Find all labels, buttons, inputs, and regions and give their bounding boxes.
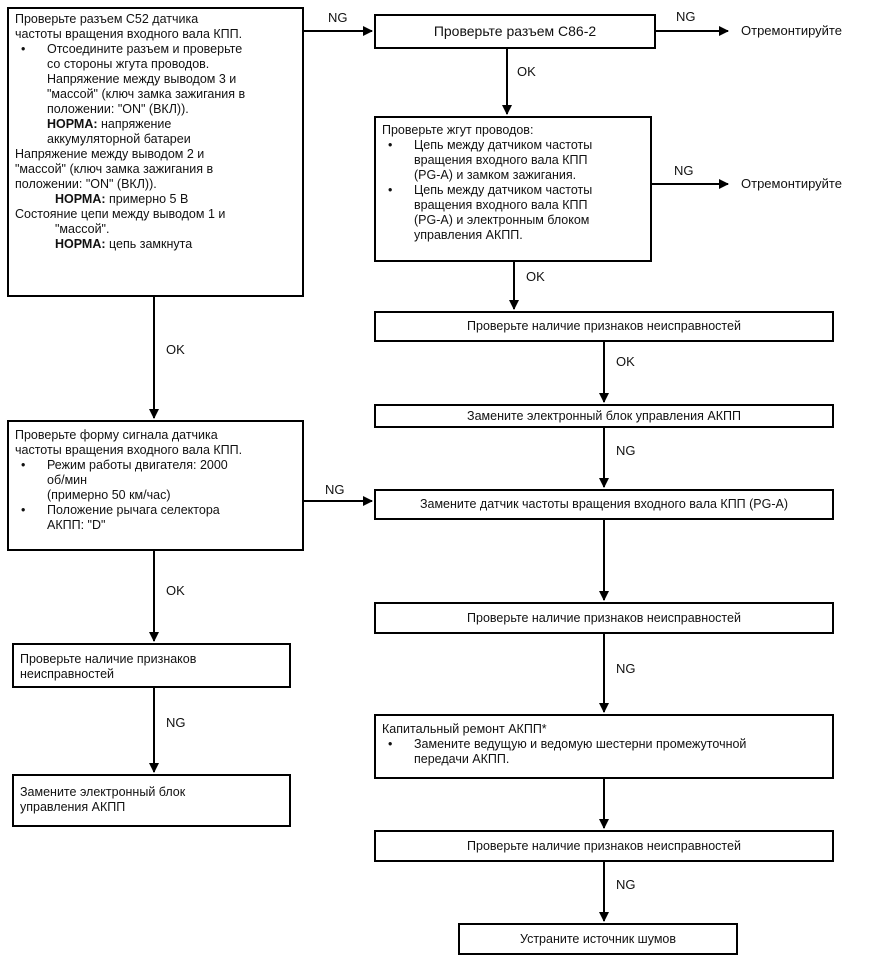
repair-label-1: Отремонтируйте xyxy=(741,23,842,38)
label-ng-r4-r5: NG xyxy=(616,443,636,458)
b1-line-10: Состояние цепи между выводом 1 и xyxy=(15,207,226,221)
b1-line-1: Проверьте разъем C52 датчика xyxy=(15,12,199,26)
b1-line-9: положении: "ON" (ВКЛ)). xyxy=(15,177,157,191)
b2-bullet-1b: об/мин xyxy=(47,473,88,487)
check-signal-waveform-box: Проверьте форму сигнала датчика частоты … xyxy=(7,420,304,551)
check-symptoms-box-2: Проверьте наличие признаков неисправност… xyxy=(374,602,834,634)
b2-bullet-2a: Положение рычага селектора xyxy=(15,503,296,518)
label-ng-r2-out: NG xyxy=(674,163,694,178)
replace-tcm-box: Замените электронный блок управления АКП… xyxy=(374,404,834,428)
repair-label-2: Отремонтируйте xyxy=(741,176,842,191)
b1-norm-3: цепь замкнута xyxy=(105,237,193,251)
b2-bullet-1a: Режим работы двигателя: 2000 xyxy=(15,458,296,473)
r1-text: Проверьте разъем C86-2 xyxy=(433,23,597,39)
r2-bullet-1b: вращения входного вала КПП xyxy=(414,153,588,167)
b1-norm-2: примерно 5 В xyxy=(105,192,189,206)
r2-bullet-2c: (PG-A) и электронным блоком xyxy=(414,213,590,227)
overhaul-transmission-box: Капитальный ремонт АКПП* Замените ведущу… xyxy=(374,714,834,779)
label-ok-b1-b2: OK xyxy=(166,342,185,357)
label-ng-b2-r5: NG xyxy=(325,482,345,497)
b4-line-2: управления АКПП xyxy=(20,800,126,814)
b1-bullet: Отсоедините разъем и проверьте xyxy=(15,42,296,57)
check-symptoms-box-3: Проверьте наличие признаков неисправност… xyxy=(374,830,834,862)
replace-pg-a-sensor-box: Замените датчик частоты вращения входног… xyxy=(374,489,834,520)
label-ok-r3-r4: OK xyxy=(616,354,635,369)
b1-line-3: со стороны жгута проводов. xyxy=(47,57,210,71)
r2-bullet-2d: управления АКПП. xyxy=(414,228,523,242)
b2-line-2: частоты вращения входного вала КПП. xyxy=(15,443,243,457)
r8-text: Проверьте наличие признаков неисправност… xyxy=(467,838,741,853)
r5-text: Замените датчик частоты вращения входног… xyxy=(419,497,789,511)
label-ng-b3-b4: NG xyxy=(166,715,186,730)
label-ok-b2-b3: OK xyxy=(166,583,185,598)
b1-line-2: частоты вращения входного вала КПП. xyxy=(15,27,243,41)
b1-norm-1a: напряжение xyxy=(97,117,172,131)
b1-line-4: Напряжение между выводом 3 и xyxy=(47,72,237,86)
b3-line-2: неисправностей xyxy=(20,667,115,681)
r7-line-1: Капитальный ремонт АКПП* xyxy=(382,722,547,736)
r2-bullet-1a: Цепь между датчиком частоты xyxy=(382,138,644,153)
b1-line-5: "массой" (ключ замка зажигания в xyxy=(47,87,246,101)
r9-text: Устраните источник шумов xyxy=(519,931,677,946)
b1-line-11: "массой". xyxy=(55,222,110,236)
b2-bullet-1c: (примерно 50 км/час) xyxy=(47,488,171,502)
r2-bullet-1c: (PG-A) и замком зажигания. xyxy=(414,168,577,182)
check-wiring-harness-box: Проверьте жгут проводов: Цепь между датч… xyxy=(374,116,652,262)
r4-text: Замените электронный блок управления АКП… xyxy=(467,408,741,423)
eliminate-noise-box: Устраните источник шумов xyxy=(458,923,738,955)
r3-text: Проверьте наличие признаков неисправност… xyxy=(467,319,741,333)
check-connector-c52-box: Проверьте разъем C52 датчика частоты вра… xyxy=(7,7,304,297)
b3-line-1: Проверьте наличие признаков xyxy=(20,652,197,666)
r2-line-1: Проверьте жгут проводов: xyxy=(382,123,534,137)
r7-bullet-a: Замените ведущую и ведомую шестерни пром… xyxy=(382,737,826,752)
b1-norm-label-3: НОРМА: xyxy=(55,237,106,251)
b2-line-1: Проверьте форму сигнала датчика xyxy=(15,428,218,442)
label-ok-r2-r3: OK xyxy=(526,269,545,284)
b1-line-7: Напряжение между выводом 2 и xyxy=(15,147,205,161)
r2-bullet-2a: Цепь между датчиком частоты xyxy=(382,183,644,198)
b1-norm-label-1: НОРМА: xyxy=(47,117,98,131)
check-symptoms-box-1: Проверьте наличие признаков неисправност… xyxy=(374,311,834,342)
r6-text: Проверьте наличие признаков неисправност… xyxy=(467,610,741,625)
r2-bullet-2b: вращения входного вала КПП xyxy=(414,198,588,212)
label-ng-b1-r1: NG xyxy=(328,10,348,25)
label-ok-r1-r2: OK xyxy=(517,64,536,79)
label-ng-r1-out: NG xyxy=(676,9,696,24)
label-ng-r8-r9: NG xyxy=(616,877,636,892)
b4-line-1: Замените электронный блок xyxy=(20,785,186,799)
b1-norm-1b: аккумуляторной батареи xyxy=(47,132,191,146)
check-symptoms-left-box: Проверьте наличие признаков неисправност… xyxy=(12,643,291,688)
b2-bullet-2b: АКПП: "D" xyxy=(47,518,106,532)
b1-norm-label-2: НОРМА: xyxy=(55,192,106,206)
label-ng-r6-r7: NG xyxy=(616,661,636,676)
check-connector-c86-box: Проверьте разъем C86-2 xyxy=(374,14,656,49)
b1-line-6: положении: "ON" (ВКЛ)). xyxy=(47,102,189,116)
replace-tcm-left-box: Замените электронный блок управления АКП… xyxy=(12,774,291,827)
r7-bullet-b: передачи АКПП. xyxy=(414,752,510,766)
b1-line-8: "массой" (ключ замка зажигания в xyxy=(15,162,214,176)
